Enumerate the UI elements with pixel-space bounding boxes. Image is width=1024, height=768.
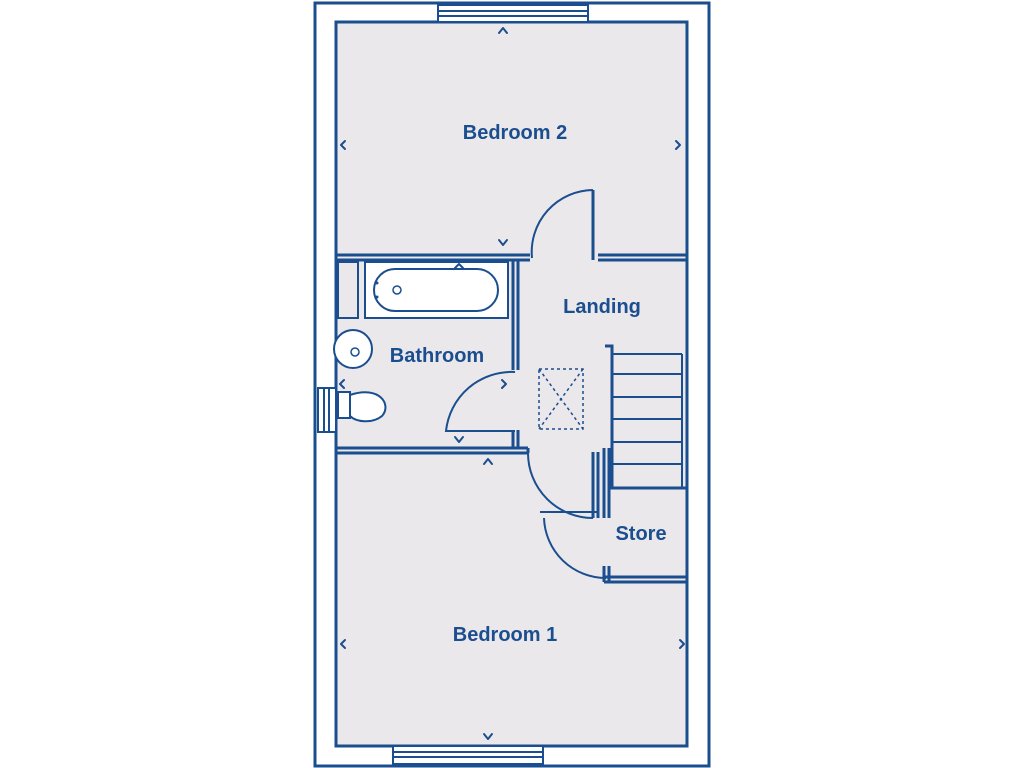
toilet-icon (337, 391, 387, 423)
wall-bathroom-right-lower (511, 430, 520, 448)
bath-icon (364, 261, 509, 319)
room-label-bedroom2: Bedroom 2 (463, 122, 567, 144)
door-swing-landing (527, 452, 594, 519)
shelf-icon (337, 261, 359, 319)
wall-bathroom-right (511, 260, 520, 370)
window-side (317, 387, 337, 433)
window-bottom (392, 745, 544, 765)
door-swing-bathroom (444, 370, 516, 432)
room-label-landing: Landing (563, 296, 641, 318)
wall-bedroom2-bottom-left (336, 253, 530, 262)
room-label-bedroom1: Bedroom 1 (453, 624, 557, 646)
door-swing-bedroom2 (530, 189, 594, 259)
wall-bathroom-bottom (336, 446, 530, 455)
room-label-bathroom: Bathroom (390, 345, 484, 367)
wall-bedroom2-bottom-right (598, 253, 687, 262)
wall-store-lower (602, 566, 611, 582)
wall-store-left-2 (602, 448, 611, 518)
window-top (437, 4, 589, 23)
staircase (605, 344, 687, 490)
wall-store-bottom (604, 575, 687, 584)
room-label-store: Store (615, 523, 666, 545)
dimension-markers (339, 27, 685, 740)
basin-icon (333, 329, 373, 369)
wall-store-left (591, 452, 600, 518)
loft-hatch-icon (538, 368, 584, 430)
outer-wall-outer (313, 1, 711, 768)
floor-area (336, 22, 687, 746)
